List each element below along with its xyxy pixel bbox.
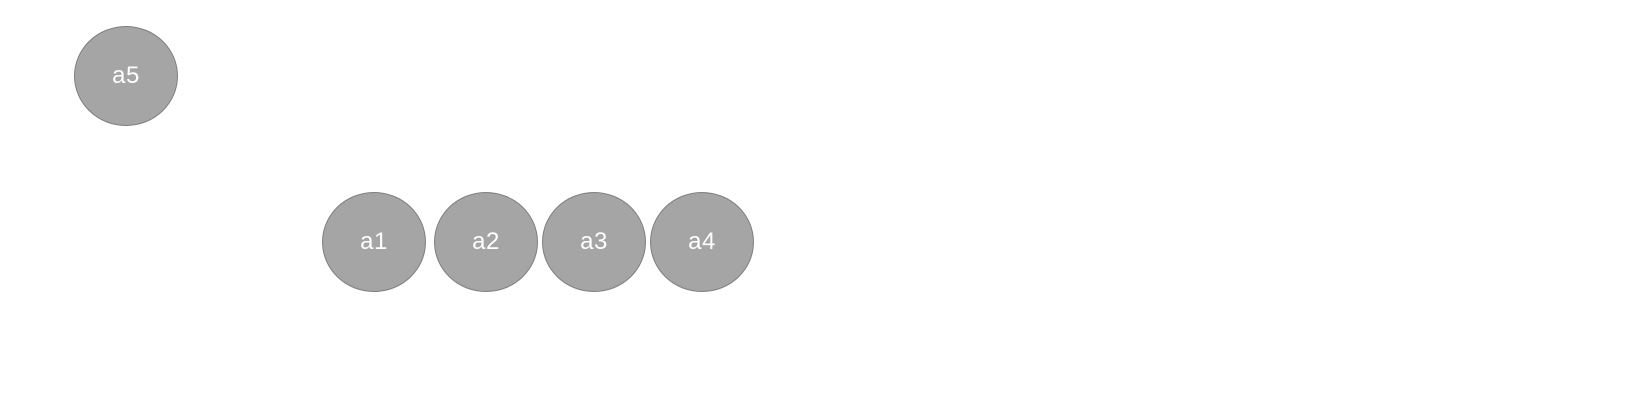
node-a1: a1 (322, 192, 426, 292)
node-label: a3 (580, 228, 608, 255)
node-a3: a3 (542, 192, 646, 292)
node-a4: a4 (650, 192, 754, 292)
node-label: a1 (360, 228, 388, 255)
node-label: a5 (112, 62, 140, 89)
node-a2: a2 (434, 192, 538, 292)
node-label: a2 (472, 228, 500, 255)
node-a5: a5 (74, 26, 178, 126)
node-label: a4 (688, 228, 716, 255)
